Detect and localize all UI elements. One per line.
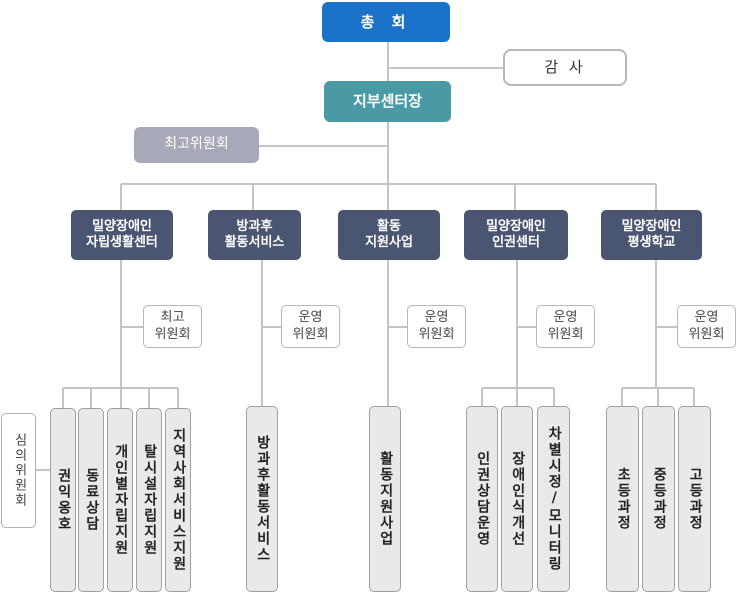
committee-box-5: 운영 위원회 bbox=[677, 305, 736, 348]
committee-box-4: 운영 위원회 bbox=[536, 305, 595, 348]
general-assembly-box: 총 회 bbox=[322, 2, 450, 42]
program-rights-counseling: 인권상담운영 bbox=[466, 406, 498, 592]
top-committee-box: 최고위원회 bbox=[134, 127, 259, 163]
audit-box: 감 사 bbox=[503, 49, 627, 86]
department-box-lifelong-school: 밀양장애인 평생학교 bbox=[601, 210, 702, 260]
program-middle: 중등과정 bbox=[642, 406, 675, 592]
department-box-activity-support: 활동 지원사업 bbox=[338, 210, 440, 260]
committee-box-1: 최고 위원회 bbox=[143, 305, 202, 348]
program-peer-counseling: 동료상담 bbox=[78, 408, 104, 592]
program-after-school: 방과후활동서비스 bbox=[246, 406, 278, 592]
program-deinstitutionalization: 탈시설자립지원 bbox=[136, 408, 162, 592]
committee-box-3: 운영 위원회 bbox=[407, 305, 466, 348]
program-individual-independence: 개인별자립지원 bbox=[107, 408, 133, 592]
program-discrimination-monitoring: 차별시정/모니터링 bbox=[537, 406, 570, 592]
program-community-service: 지역사회서비스지원 bbox=[165, 408, 191, 592]
program-awareness-improvement: 장애인식개선 bbox=[501, 406, 533, 592]
department-box-human-rights: 밀양장애인 인권센터 bbox=[464, 210, 568, 260]
department-box-after-school: 방과후 활동서비스 bbox=[208, 210, 301, 260]
program-high: 고등과정 bbox=[678, 406, 711, 592]
department-box-independent-living: 밀양장애인 자립생활센터 bbox=[71, 210, 173, 260]
program-advocacy: 권익옹호 bbox=[50, 408, 76, 592]
program-elementary: 초등과정 bbox=[606, 406, 639, 592]
program-activity-support: 활동지원사업 bbox=[369, 406, 401, 592]
deliberation-committee-box: 심의위원회 bbox=[1, 413, 36, 528]
committee-box-2: 운영 위원회 bbox=[281, 305, 340, 348]
center-director-box: 지부센터장 bbox=[324, 81, 451, 122]
